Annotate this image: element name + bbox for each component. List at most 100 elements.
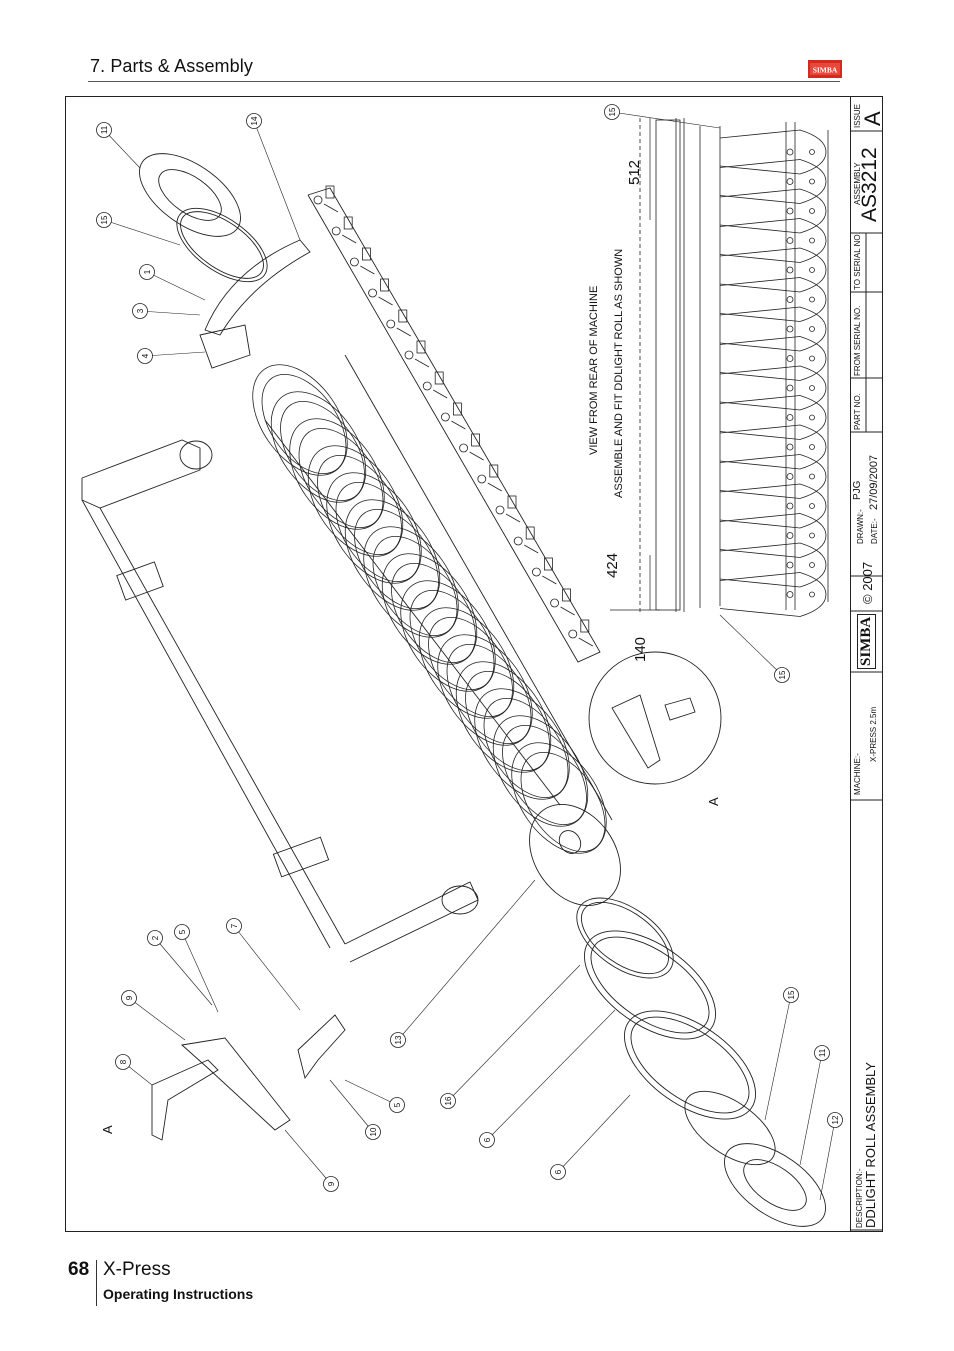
part-balloon <box>389 1097 405 1113</box>
part-number: 10 <box>369 1127 378 1136</box>
part-number: 6 <box>483 1137 492 1142</box>
leader-line <box>486 1009 616 1141</box>
roll-disc-profile <box>719 424 827 470</box>
scraper-bolt <box>349 257 359 267</box>
leader-line <box>397 879 536 1041</box>
scraper-bolt <box>404 350 414 360</box>
scraper-clamp <box>416 340 426 354</box>
roll-disc <box>511 742 607 854</box>
scraper-clamp <box>471 433 481 447</box>
leader-line <box>103 219 181 246</box>
scraper-clamp <box>580 619 590 633</box>
roll-bolt <box>809 385 815 391</box>
roll-disc <box>418 607 515 719</box>
leader-line <box>181 931 219 1013</box>
section-title: 7. Parts & Assembly <box>90 56 253 76</box>
roll-bolt <box>809 503 815 509</box>
roll-bolt <box>809 532 815 539</box>
part-balloon <box>115 1054 131 1070</box>
tb-from-serial-label: FROM SERIAL NO. <box>853 305 862 376</box>
roll-disc <box>455 661 552 773</box>
roll-disc-profile <box>719 218 827 263</box>
part-balloon <box>550 1164 566 1180</box>
roll-bolt <box>786 561 794 569</box>
leader-line <box>128 997 186 1041</box>
roll-bolt <box>786 207 794 215</box>
dim-424: 424 <box>604 552 621 578</box>
part-number: 1 <box>143 269 152 274</box>
part-number: 15 <box>100 215 109 224</box>
leader-line <box>329 1079 374 1133</box>
scraper-blade <box>451 420 466 430</box>
leader-line <box>764 994 792 1121</box>
roll-bolt <box>809 296 815 303</box>
scraper-bolt <box>386 319 396 329</box>
scraper-blade <box>433 389 448 399</box>
part-balloon <box>96 212 112 228</box>
part-balloon <box>479 1132 495 1148</box>
tb-date-label: DATE:- <box>870 518 879 544</box>
part-number: 5 <box>178 929 187 934</box>
part-balloon <box>226 918 242 934</box>
roll-disc-profile <box>719 188 827 234</box>
part-number: 15 <box>787 990 796 999</box>
roll-disc-inner <box>483 697 569 799</box>
roll-bolt <box>786 414 794 421</box>
roll-disc <box>307 445 404 557</box>
roll-disc-inner <box>280 400 365 502</box>
header-rule <box>88 81 840 82</box>
part-balloon <box>147 930 163 946</box>
note-view: VIEW FROM REAR OF MACHINE <box>588 285 600 455</box>
part-balloon <box>814 1045 830 1061</box>
roll-disc-profile <box>719 365 827 411</box>
leader-line <box>154 937 213 1006</box>
roll-bolt <box>786 443 794 451</box>
roll-disc <box>437 634 533 746</box>
roll-disc-inner <box>335 481 421 583</box>
scraper-clamp <box>544 557 553 571</box>
part-number: 12 <box>831 1115 840 1124</box>
leader-line <box>819 1119 836 1201</box>
svg-text:SIMBA: SIMBA <box>813 66 838 75</box>
exploded-roll <box>264 354 621 907</box>
tb-to-serial-label: TO SERIAL NO. <box>853 232 862 290</box>
roll-bolt <box>786 355 794 362</box>
scraper-clamp <box>398 309 408 323</box>
tb-description-value: DDLIGHT ROLL ASSEMBLY <box>863 1062 878 1228</box>
roll-disc <box>344 499 441 611</box>
part-balloon <box>96 122 112 138</box>
part-balloon <box>774 667 790 683</box>
scraper-clamp <box>434 371 444 385</box>
roll-bolt <box>809 414 815 421</box>
roll-disc-profile <box>719 277 827 322</box>
roll-disc-profile <box>719 395 827 440</box>
roll-bolt <box>786 473 794 480</box>
leader-line <box>799 1052 823 1166</box>
tb-brand: SIMBA <box>857 613 876 669</box>
roll-disc-inner <box>465 670 550 772</box>
detail-a-circle <box>588 651 722 785</box>
scraper-blade <box>342 234 357 244</box>
bracket-detail <box>151 324 346 1141</box>
roll-bolt <box>809 473 815 480</box>
tb-drawn-value: PJG <box>852 480 863 500</box>
roll-disc-profile <box>719 159 827 204</box>
roll-bolt <box>809 562 815 568</box>
leader-line <box>253 120 301 241</box>
scraper-blade <box>560 606 575 616</box>
part-number: 2 <box>151 935 160 940</box>
leader-line <box>233 925 301 1011</box>
page-number: 68 <box>68 1259 90 1280</box>
title-block <box>850 96 883 1232</box>
note-fit: ASSEMBLE AND FIT DDLIGHT ROLL AS SHOWN <box>613 248 625 498</box>
scraper-bolt <box>495 505 505 515</box>
roll-disc-profile <box>719 306 827 352</box>
scraper-blade <box>578 637 593 647</box>
tb-drawn-label: DRAWN:- <box>856 509 865 544</box>
roll-bolt <box>786 532 794 539</box>
roll-bolt <box>809 444 815 450</box>
assembled-roll-view <box>639 118 829 612</box>
roll-bolt <box>786 296 794 303</box>
part-number: 15 <box>778 670 787 679</box>
part-balloon <box>121 990 137 1006</box>
